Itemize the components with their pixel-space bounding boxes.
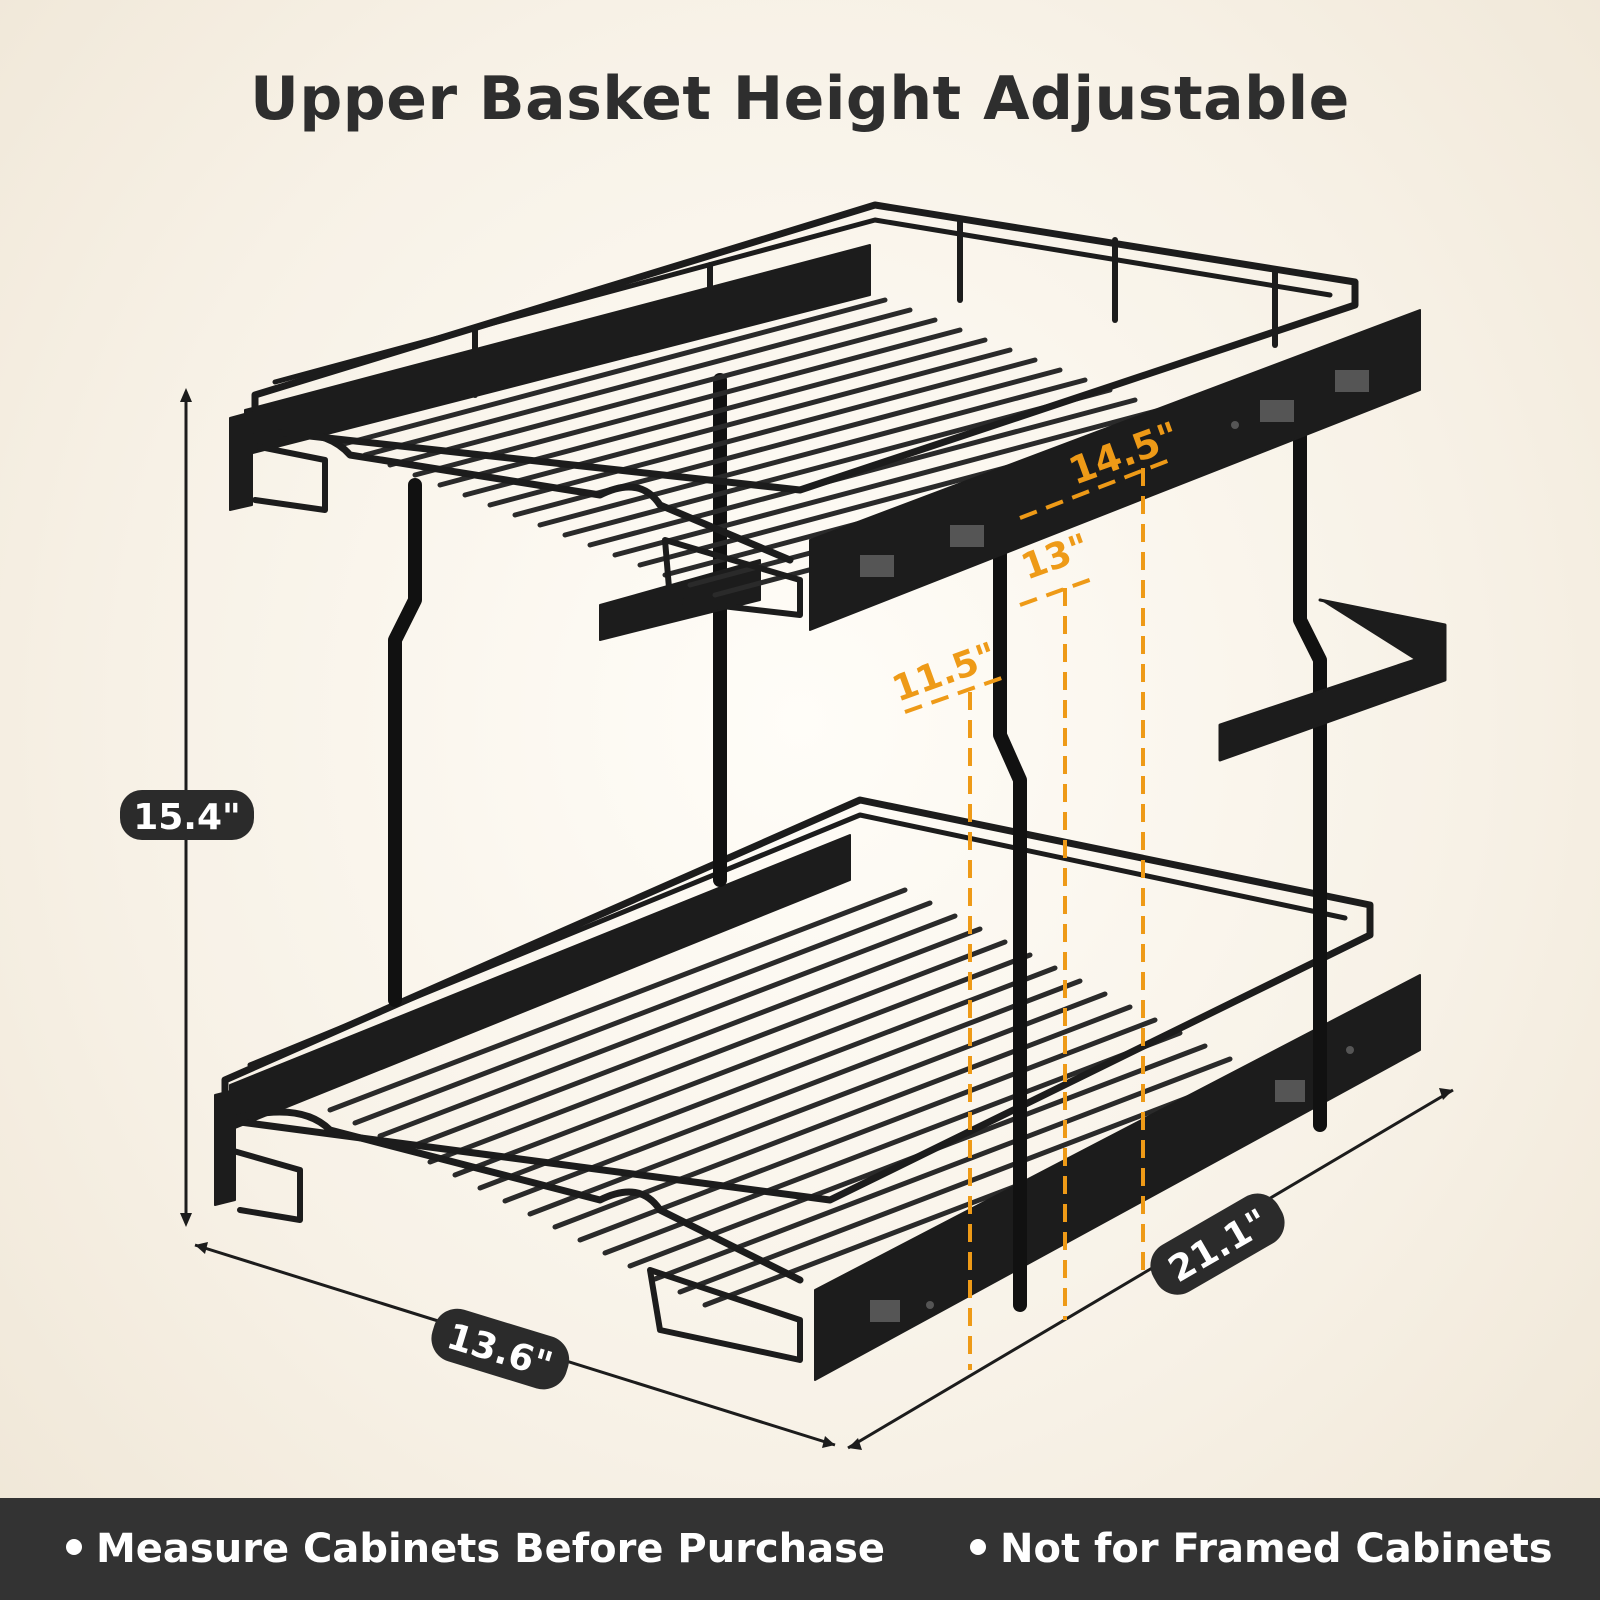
- height-label: 15.4": [133, 797, 241, 838]
- bullet-icon: [66, 1539, 82, 1555]
- height-options: [904, 456, 1176, 1370]
- depth-pill: [1150, 1193, 1285, 1295]
- footer-note-measure-text: Measure Cabinets Before Purchase: [96, 1526, 886, 1572]
- height-pill: [120, 790, 254, 840]
- footer-note-measure: Measure Cabinets Before Purchase: [66, 1498, 885, 1600]
- footer-note-framed: Not for Framed Cabinets: [970, 1498, 1553, 1600]
- product-illustration: 15.4" 13.6" 21.1" 14.5" 13" 11.5": [120, 201, 1454, 1450]
- footer-note-framed-text: Not for Framed Cabinets: [1000, 1526, 1553, 1572]
- upper-basket: [229, 201, 1421, 631]
- footer-bar: Measure Cabinets Before Purchase Not for…: [0, 1498, 1600, 1600]
- lower-basket: [214, 796, 1421, 1381]
- width-pill: [431, 1308, 570, 1390]
- page-title: Upper Basket Height Adjustable: [250, 64, 1350, 134]
- vertical-supports: [388, 373, 1327, 1312]
- bullet-icon: [970, 1539, 986, 1555]
- height-dimension: 15.4": [120, 388, 254, 1227]
- pull-out-organizer: [214, 201, 1447, 1381]
